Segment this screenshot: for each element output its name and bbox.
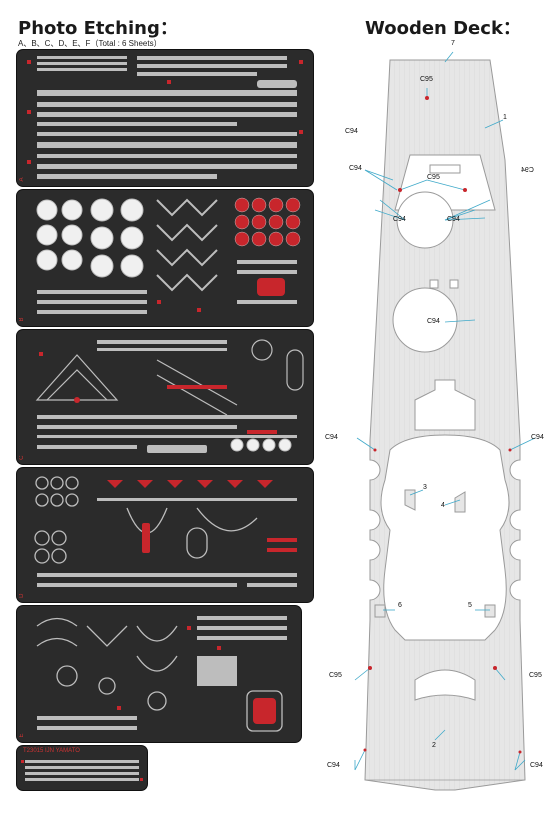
deck-c95-label-top: C95	[420, 76, 433, 83]
deck-c94-label-mirrored: C94	[521, 167, 534, 174]
deck-c94-label-mid-left: C94	[325, 434, 338, 441]
etch-sheet-e: E	[17, 606, 301, 742]
etch-sheet-c-label: C	[19, 455, 25, 460]
etch-sheet-c-parts	[35, 339, 304, 453]
deck-part-2-label: 2	[432, 742, 436, 749]
deck-part-6-label: 6	[398, 602, 402, 609]
etch-sheet-d-parts	[34, 476, 297, 587]
deck-c94-label-stern-right: C94	[530, 762, 543, 769]
deck-c94-label-left-bridge: C94	[349, 165, 362, 172]
deck-part-5-label: 5	[468, 602, 472, 609]
etch-sheet-a: A	[17, 50, 313, 186]
deck-c94-label-barbette-2: C94	[427, 318, 440, 325]
deck-c95-label-bridge: C95	[427, 174, 440, 181]
wooden-deck-svg	[354, 51, 536, 791]
deck-part-1-label: 1	[503, 114, 507, 121]
deck-part-7-label: 7	[451, 40, 455, 47]
deck-part-3-label: 3	[423, 484, 427, 491]
etch-sheet-a-parts	[27, 56, 303, 179]
deck-c94-label-barbette-right: C94	[447, 216, 460, 223]
deck-c95-label-right: C95	[529, 672, 542, 679]
deck-part-4-label: 4	[441, 502, 445, 509]
barbette-2	[392, 287, 458, 353]
etch-sheet-b-parts	[36, 197, 301, 314]
etch-sheet-c: C	[17, 330, 313, 464]
deck-c94-label-left-top: C94	[345, 128, 358, 135]
etch-sheet-d: D	[17, 468, 313, 602]
etch-sheet-b-label: B	[19, 317, 25, 322]
etch-sheet-f-label: T23015 IJN YAMATO	[23, 748, 80, 754]
deck-c94-label-barbette-left: C94	[393, 216, 406, 223]
etch-sheet-e-parts	[36, 616, 287, 732]
etch-sheet-d-label: D	[19, 593, 25, 598]
deck-c95-label-left: C95	[329, 672, 342, 679]
wooden-deck-diagram: 7 1 C95 C94 C94 C95 C94 C94 C94 C94 C94 …	[325, 40, 555, 810]
etch-sheet-a-label: A	[19, 177, 25, 182]
photo-etching-title: Photo Etching：	[18, 18, 178, 39]
deck-c94-label-stern-left: C94	[327, 762, 340, 769]
etch-sheet-b: B	[17, 190, 313, 326]
wooden-deck-title: Wooden Deck：	[365, 18, 521, 39]
deck-c94-label-mid-right: C94	[531, 434, 544, 441]
photo-etching-subtitle: A、B、C、D、E、F（Total : 6 Sheets）	[18, 39, 162, 48]
etch-sheet-f: T23015 IJN YAMATO	[17, 746, 147, 790]
etch-sheet-f-parts	[21, 760, 143, 781]
etch-sheet-e-label: E	[19, 733, 25, 738]
